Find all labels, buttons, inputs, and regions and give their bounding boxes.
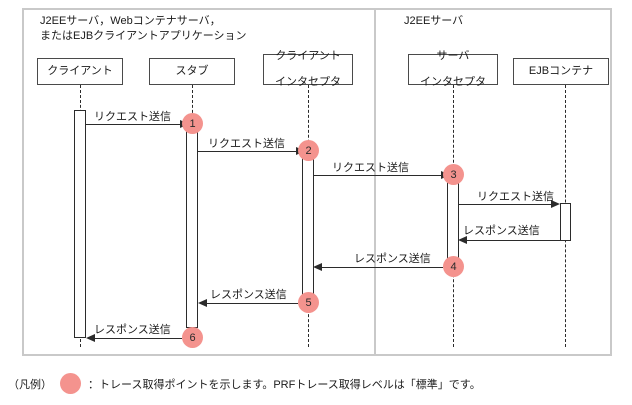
- message-label-1: リクエスト送信: [94, 111, 171, 123]
- participant-box-ejb-container: EJBコンテナ: [513, 58, 609, 85]
- panel-caption-client-side: J2EEサーバ，Webコンテナサーバ， またはEJBクライアントアプリケーション: [40, 14, 247, 44]
- panel-caption-server-side: J2EEサーバ: [404, 15, 464, 27]
- panel-caption-line-1: J2EEサーバ，Webコンテナサーバ，: [40, 15, 221, 27]
- message-arrowhead-6: [313, 262, 322, 271]
- message-line-8: [95, 338, 182, 339]
- message-label-8: レスポンス送信: [94, 324, 171, 336]
- activation-bar-client-interceptor: [302, 150, 314, 303]
- legend: （凡例） ：トレース取得ポイントを示します。PRFトレース取得レベルは「標準」で…: [8, 373, 481, 394]
- message-line-6: [322, 267, 443, 268]
- message-label-7: レスポンス送信: [210, 289, 287, 301]
- participant-label-line-2: インタセプタ: [275, 76, 341, 88]
- activation-bar-stub: [186, 124, 198, 328]
- participant-label-ejb-container: EJBコンテナ: [528, 65, 594, 77]
- message-arrowhead-7: [198, 298, 207, 307]
- message-arrowhead-8: [86, 333, 95, 342]
- participant-label-client-interceptor: クライアント インタセプタ: [275, 50, 341, 89]
- trace-point-1: 1: [182, 113, 203, 134]
- message-line-3: [314, 175, 441, 176]
- message-arrowhead-4: [551, 199, 560, 208]
- message-line-7: [207, 303, 298, 304]
- message-line-2: [198, 151, 296, 152]
- message-label-5: レスポンス送信: [463, 225, 540, 237]
- activation-bar-ejb-container: [560, 203, 571, 241]
- trace-point-4: 4: [443, 256, 464, 277]
- participant-box-server-interceptor: サーバ インタセプタ: [408, 50, 498, 88]
- message-label-4: リクエスト送信: [477, 191, 554, 203]
- participant-box-client-interceptor: クライアント インタセプタ: [263, 50, 353, 88]
- message-label-3: リクエスト送信: [332, 162, 409, 174]
- legend-title: （凡例）: [8, 378, 52, 391]
- participant-box-client: クライアント: [37, 58, 123, 85]
- message-label-2: リクエスト送信: [208, 138, 285, 150]
- activation-bar-server-interceptor: [447, 174, 459, 267]
- participant-label-line-2: インタセプタ: [420, 76, 486, 88]
- panel-server-side: [374, 8, 612, 356]
- participant-label-client: クライアント: [47, 65, 113, 77]
- trace-point-6: 6: [182, 327, 203, 348]
- legend-description: ：トレース取得ポイントを示します。PRFトレース取得レベルは「標準」です。: [88, 378, 481, 391]
- message-line-5: [467, 240, 560, 241]
- message-line-1: [86, 124, 180, 125]
- message-line-4: [459, 204, 551, 205]
- participant-box-stub: スタブ: [149, 58, 235, 85]
- participant-label-stub: スタブ: [175, 65, 209, 77]
- trace-point-5: 5: [298, 292, 319, 313]
- trace-point-2: 2: [298, 140, 319, 161]
- message-label-6: レスポンス送信: [354, 253, 431, 265]
- participant-label-server-interceptor: サーバ インタセプタ: [420, 50, 486, 89]
- trace-point-3: 3: [443, 164, 464, 185]
- message-arrowhead-5: [458, 235, 467, 244]
- activation-bar-client: [74, 110, 86, 338]
- panel-caption-line-2: またはEJBクライアントアプリケーション: [40, 30, 247, 42]
- panel-client-side: [22, 8, 374, 356]
- participant-label-line-1: サーバ: [436, 50, 470, 62]
- participant-label-line-1: クライアント: [275, 50, 341, 62]
- trace-point-icon: [60, 373, 81, 394]
